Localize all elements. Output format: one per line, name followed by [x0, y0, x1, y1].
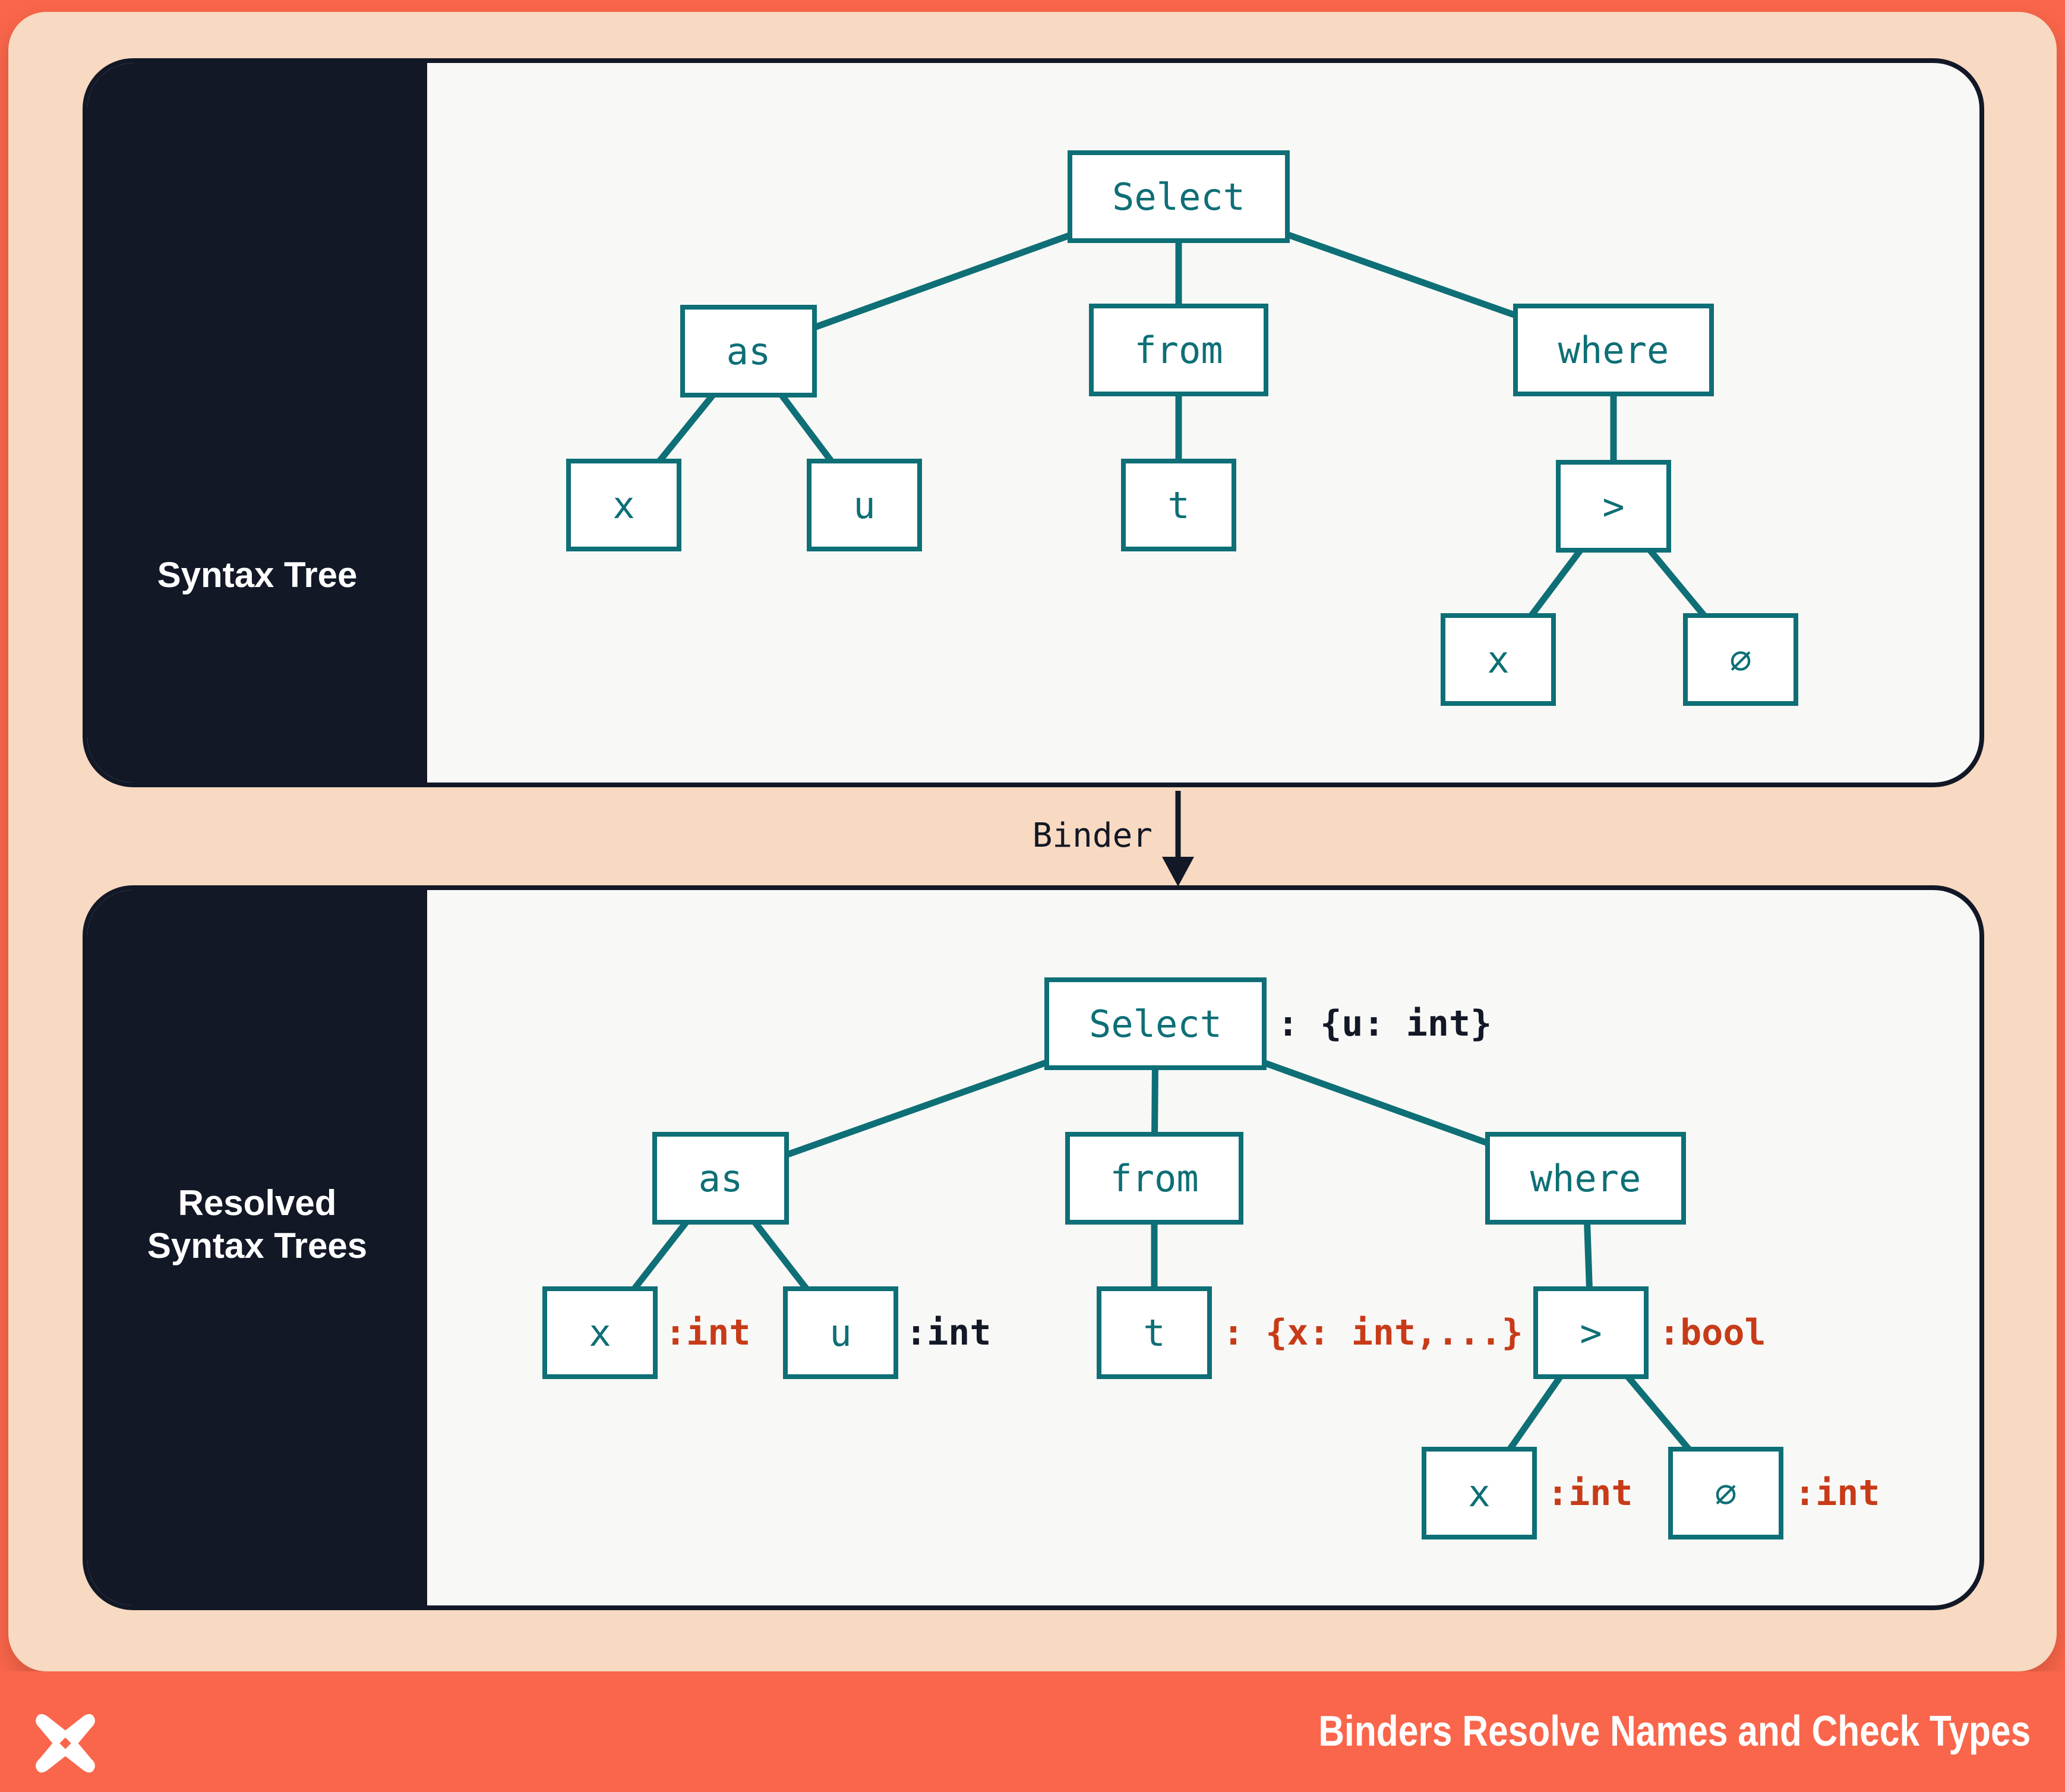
resolved-node-x2-label: x: [1468, 1471, 1491, 1515]
resolved-node-where: where: [1485, 1132, 1686, 1225]
resolved-node-select-label: Select: [1089, 1002, 1222, 1046]
syntax-node-where-label: where: [1558, 328, 1669, 372]
resolved-node-from: from: [1065, 1132, 1243, 1225]
syntax-node-x2: x: [1441, 613, 1556, 706]
resolved-node-as: as: [652, 1132, 789, 1225]
annotation-select-type: : {u: int}: [1277, 1003, 1492, 1045]
resolved-node-x1: x: [542, 1286, 658, 1379]
annotation-x1-type: :int: [665, 1312, 751, 1354]
resolved-node-zero: ∅: [1668, 1447, 1783, 1539]
syntax-node-zero-label: ∅: [1729, 638, 1752, 682]
syntax-node-gt-label: >: [1602, 484, 1625, 528]
annotation-t-type: : {x: int,...}: [1223, 1312, 1523, 1354]
resolved-panel-title: Resolved Syntax Trees: [87, 1182, 427, 1267]
resolved-node-select: Select: [1044, 977, 1267, 1070]
annotation-zero-type: :int: [1794, 1472, 1880, 1514]
syntax-node-as: as: [680, 305, 817, 397]
x-star-logo-icon: [36, 1714, 95, 1773]
syntax-node-x1-label: x: [612, 483, 635, 527]
resolved-node-zero-label: ∅: [1714, 1471, 1737, 1515]
syntax-node-where: where: [1513, 304, 1714, 396]
syntax-tree-sidebar: [87, 63, 427, 783]
syntax-node-x2-label: x: [1487, 638, 1510, 682]
resolved-title-line2: Syntax Trees: [147, 1226, 368, 1266]
syntax-node-t: t: [1121, 459, 1236, 551]
resolved-node-where-label: where: [1530, 1156, 1641, 1200]
resolved-node-gt: >: [1533, 1286, 1649, 1379]
syntax-node-zero: ∅: [1683, 613, 1798, 706]
resolved-node-gt-label: >: [1580, 1311, 1602, 1355]
resolved-node-x2: x: [1422, 1447, 1537, 1539]
syntax-node-select: Select: [1068, 150, 1290, 243]
resolved-node-from-label: from: [1110, 1156, 1199, 1200]
resolved-sidebar: [87, 890, 427, 1605]
resolved-node-u: u: [783, 1286, 898, 1379]
syntax-node-u-label: u: [853, 483, 876, 527]
syntax-node-gt: >: [1556, 460, 1671, 553]
syntax-node-u: u: [807, 459, 922, 551]
syntax-tree-title-text: Syntax Tree: [157, 555, 358, 595]
syntax-node-x1: x: [566, 459, 681, 551]
resolved-node-u-label: u: [829, 1311, 852, 1355]
footer-title: Binders Resolve Names and Check Types: [1318, 1708, 2031, 1755]
syntax-node-from-label: from: [1134, 328, 1223, 372]
syntax-tree-panel-title: Syntax Tree: [87, 554, 427, 597]
binder-label: Binder: [1032, 816, 1153, 855]
resolved-node-as-label: as: [698, 1156, 743, 1200]
resolved-node-t-label: t: [1143, 1311, 1166, 1355]
syntax-node-t-label: t: [1167, 483, 1190, 527]
resolved-node-t: t: [1097, 1286, 1212, 1379]
annotation-gt-type: :bool: [1659, 1312, 1766, 1354]
annotation-u-type: :int: [905, 1312, 992, 1354]
resolved-node-x1-label: x: [589, 1311, 611, 1355]
annotation-x2-type: :int: [1547, 1472, 1633, 1514]
syntax-node-select-label: Select: [1112, 175, 1245, 219]
syntax-node-from: from: [1089, 304, 1268, 396]
footer-bar: [0, 1671, 2065, 1792]
resolved-title-line1: Resolved: [178, 1183, 337, 1223]
syntax-node-as-label: as: [726, 329, 771, 373]
